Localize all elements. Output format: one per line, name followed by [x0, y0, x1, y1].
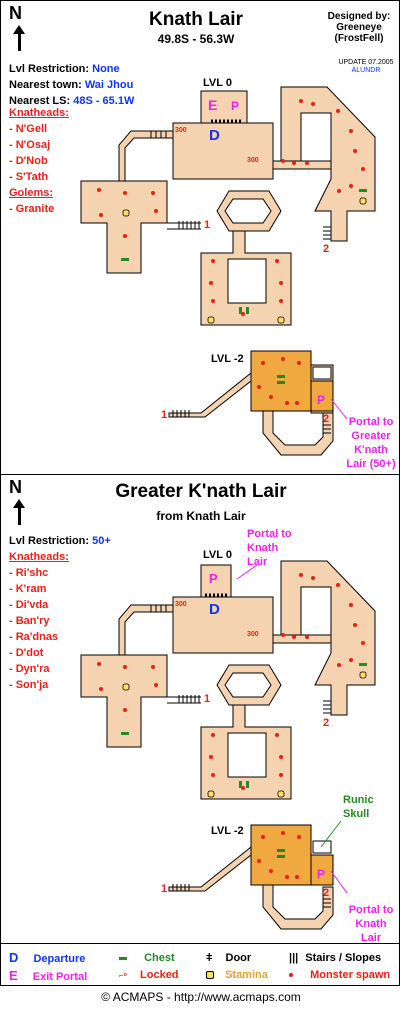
- knatheads-list: Knatheads: - Ri'shc - K'ram - Di'vda - B…: [9, 551, 69, 691]
- chest-icon: [119, 956, 127, 960]
- stairs-2-label: 2: [323, 717, 330, 729]
- stairs-2-label: 2: [323, 887, 330, 899]
- portal-note: Portal to Greater K'nath Lair (50+): [346, 416, 396, 470]
- footer-copyright: © ACMAPS - http://www.acmaps.com: [101, 990, 301, 1004]
- monster-spawns: [97, 99, 365, 405]
- portal-marker: P: [231, 99, 240, 113]
- legend-stamina: Stamina: [206, 969, 268, 981]
- legend-departure: D Departure: [9, 950, 86, 965]
- portal-marker: P: [317, 867, 326, 881]
- stairs-2-label: 2: [323, 243, 330, 255]
- stamina-items: [122, 197, 367, 324]
- locked-marker: 300: [247, 157, 259, 164]
- departure-marker: D: [209, 127, 220, 144]
- legend-monster: Monster spawn: [289, 969, 390, 981]
- knath-map: [80, 86, 376, 456]
- stamina-icon: [206, 971, 214, 980]
- legend-exit-portal: E Exit Portal: [9, 968, 88, 983]
- stairs-icon: |||: [289, 952, 299, 964]
- nearest-ls-value: 48S - 65.1W: [73, 95, 135, 107]
- info-block: Lvl Restriction: 50+: [9, 535, 111, 547]
- north-arrow-icon: [13, 499, 25, 525]
- stairs-1-label: 1: [161, 883, 168, 895]
- north-compass: N: [9, 477, 25, 525]
- portal-bottom-note: Portal to Knath Lair: [348, 904, 394, 944]
- lvl0-label: LVL 0: [203, 77, 232, 89]
- nearest-town-value: Wai Jhou: [84, 79, 134, 91]
- lvlm2-label: LVL -2: [211, 353, 244, 365]
- locked-marker: 300: [247, 631, 259, 638]
- lock-icon: ⌐ᵒ: [119, 971, 127, 980]
- locked-marker: 300: [175, 127, 187, 134]
- portal-top-note: Portal to Knath Lair: [247, 528, 292, 568]
- north-letter: N: [9, 3, 22, 23]
- legend-door: ǂ Door: [206, 952, 252, 964]
- monster-icon: [289, 973, 293, 978]
- exit-portal-marker: E: [208, 97, 218, 113]
- portal-marker: P: [317, 393, 326, 407]
- update-note: UPDATE 07.2005 ALUNDR: [338, 59, 394, 74]
- greater-knath-map: [80, 560, 376, 930]
- north-arrow-icon: [13, 25, 25, 51]
- north-letter: N: [9, 477, 22, 497]
- info-block: Lvl Restriction: None Nearest town: Wai …: [9, 63, 135, 107]
- legend-stairs: ||| Stairs / Slopes: [289, 952, 382, 964]
- page-title: Knath Lair: [149, 9, 243, 30]
- knath-lair-panel: N Knath Lair 49.8S - 56.3W Designed by: …: [0, 0, 400, 475]
- knatheads-list: Knatheads: - N'Gell - N'Osaj - D'Nob - S…: [9, 107, 69, 215]
- stairs-1-label: 1: [204, 219, 211, 231]
- departure-marker: D: [209, 601, 220, 618]
- stairs-1-label: 1: [161, 409, 168, 421]
- runic-skull-note: Runic Skull: [343, 794, 374, 820]
- door-icon: ǂ: [206, 952, 213, 964]
- subtitle: from Knath Lair: [156, 509, 246, 523]
- lvl-restriction-value: None: [92, 63, 120, 75]
- chests: [121, 189, 367, 384]
- chests: [121, 663, 367, 858]
- locked-marker: 300: [175, 601, 187, 608]
- stairs-2-label: 2: [323, 413, 330, 425]
- north-compass: N: [9, 3, 25, 51]
- stamina-items: [122, 671, 367, 798]
- stairs-1-label: 1: [204, 693, 211, 705]
- lvl0-label: LVL 0: [203, 549, 232, 561]
- coordinates: 49.8S - 56.3W: [157, 32, 235, 46]
- legend-chest: Chest: [119, 952, 175, 964]
- legend-locked: ⌐ᵒ Locked: [119, 969, 179, 981]
- lvlm2-label: LVL -2: [211, 825, 244, 837]
- greater-knath-lair-panel: N Greater K'nath Lair from Knath Lair Lv…: [0, 474, 400, 944]
- portal-marker: P: [209, 571, 218, 586]
- designer-credit: Designed by: Greeneye (FrostFell): [327, 11, 391, 44]
- legend: D Departure E Exit Portal Chest ⌐ᵒ Locke…: [0, 944, 400, 986]
- lvl-restriction-value: 50+: [92, 535, 111, 547]
- page-title: Greater K'nath Lair: [115, 481, 287, 502]
